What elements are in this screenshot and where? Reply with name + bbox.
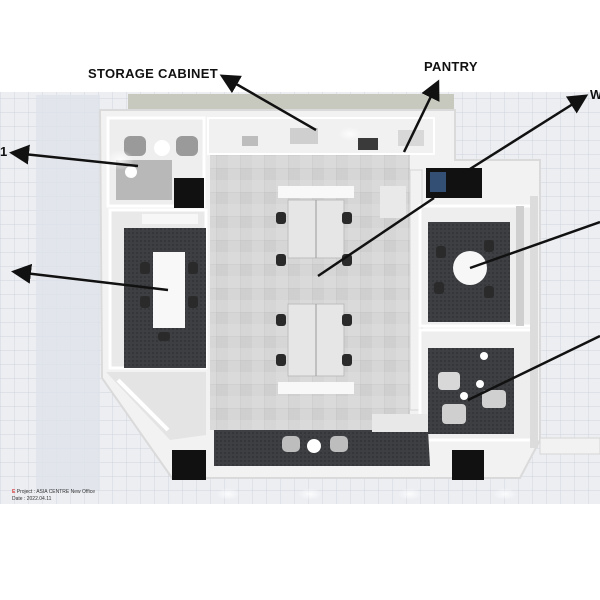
column-block [172, 450, 206, 480]
arrow-small-room [9, 144, 139, 168]
arrow-pantry [402, 79, 440, 153]
label-pantry: PANTRY [424, 59, 478, 74]
lounge-seats-right [438, 352, 506, 424]
workstations-upper [276, 186, 354, 266]
reception-area [214, 430, 430, 466]
arrow-round-table [469, 220, 600, 270]
caption-mark: E [12, 489, 16, 495]
column-block [452, 450, 484, 480]
label-top-right-cut: W [590, 87, 600, 102]
top-strip [128, 94, 454, 112]
project-name: Project : ASIA CENTRE New Office [16, 489, 96, 495]
arrow-lounge [467, 334, 600, 402]
label-left-cut: 1 [0, 144, 8, 159]
lounge-chairs-small-room [124, 136, 198, 178]
light-glows [106, 127, 517, 500]
column-block [174, 178, 204, 208]
arrow-storage-cabinet [219, 74, 317, 132]
date-caption: Date : 2022.04.11 [12, 496, 52, 502]
label-storage-cabinet: STORAGE CABINET [88, 66, 218, 81]
project-caption: E Project : ASIA CENTRE New Office [12, 489, 95, 495]
left-walkway [36, 95, 100, 490]
reception-chairs [282, 436, 348, 453]
arrow-top-right [461, 94, 589, 176]
arrow-meeting-room [11, 263, 169, 292]
annotation-arrows [9, 74, 600, 402]
arrow-open-office [317, 196, 435, 278]
workstations-lower [276, 303, 354, 394]
corridor-left [106, 372, 206, 440]
